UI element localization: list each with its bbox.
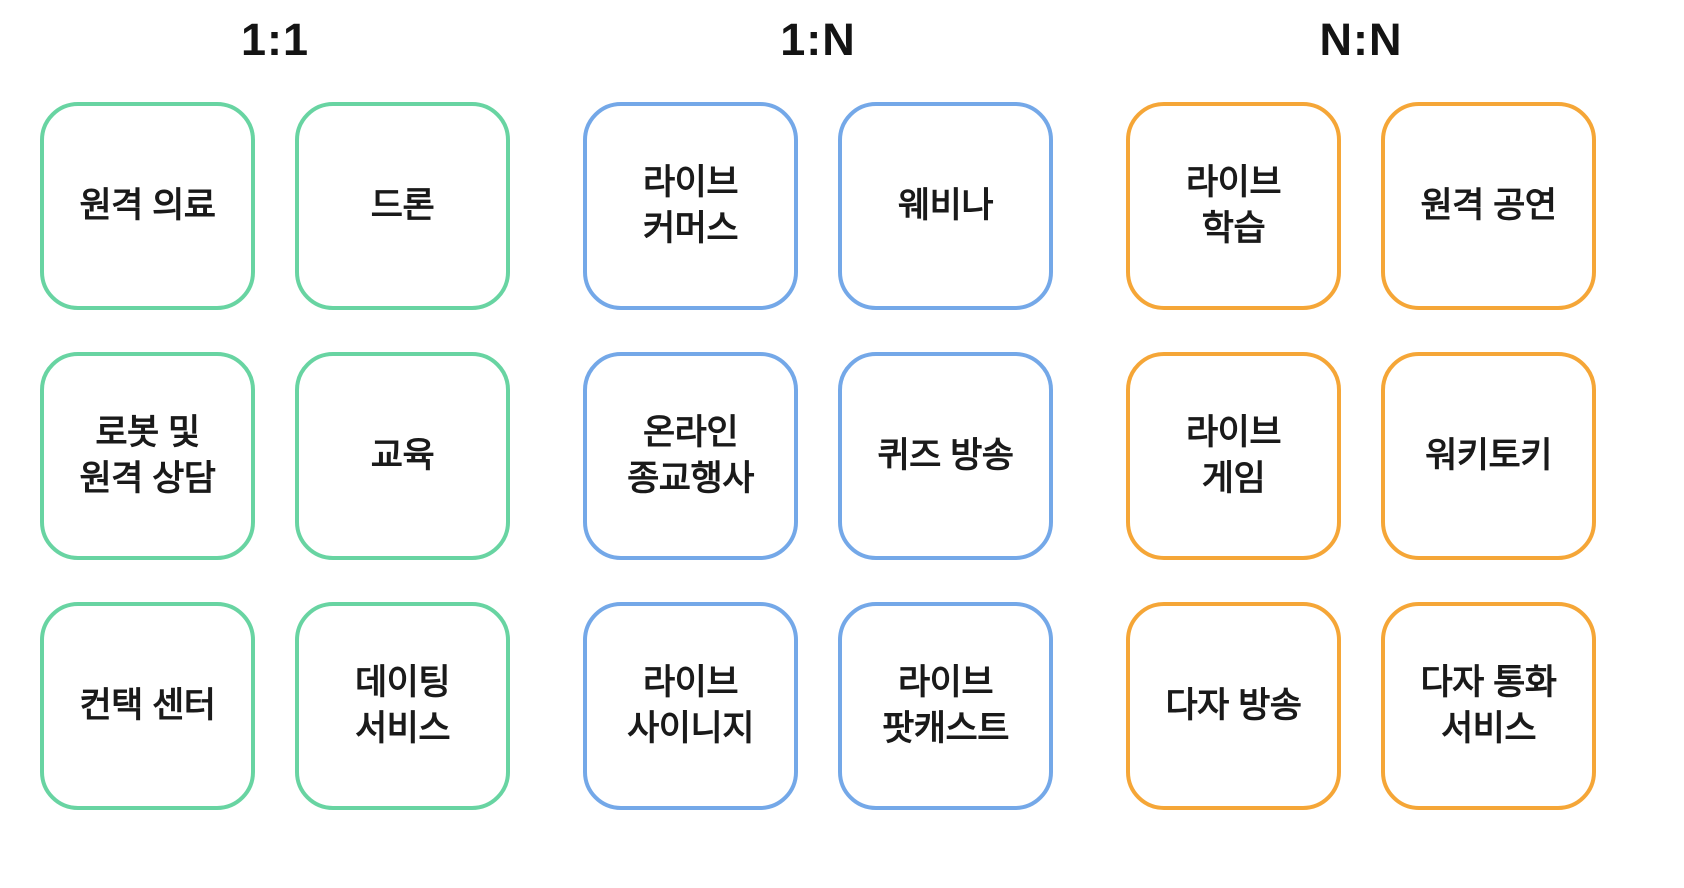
group-1toN: 1:N 라이브 커머스 웨비나 온라인 종교행사 퀴즈 방송 라이브 사이니지 … <box>583 14 1053 888</box>
use-case-card-contact-center: 컨택 센터 <box>40 602 255 810</box>
card-label: 다자 통화 서비스 <box>1420 662 1557 748</box>
use-case-card-quiz-broadcast: 퀴즈 방송 <box>838 352 1053 560</box>
use-case-card-multiparty-call-service: 다자 통화 서비스 <box>1381 602 1596 810</box>
group-NtoN: N:N 라이브 학습 원격 공연 라이브 게임 워키토키 다자 방송 다자 통화… <box>1126 14 1596 888</box>
card-label: 온라인 종교행사 <box>627 412 754 498</box>
card-label: 라이브 게임 <box>1185 412 1282 498</box>
card-label: 원격 의료 <box>79 185 216 225</box>
card-label: 로봇 및 원격 상담 <box>79 412 216 498</box>
card-label: 데이팅 서비스 <box>354 662 451 748</box>
use-case-card-dating-service: 데이팅 서비스 <box>295 602 510 810</box>
card-label: 드론 <box>370 185 435 225</box>
card-label: 라이브 사이니지 <box>627 662 754 748</box>
use-case-card-remote-performance: 원격 공연 <box>1381 102 1596 310</box>
use-case-card-live-signage: 라이브 사이니지 <box>583 602 798 810</box>
card-label: 웨비나 <box>897 185 994 225</box>
card-label: 라이브 학습 <box>1185 162 1282 248</box>
use-case-card-live-game: 라이브 게임 <box>1126 352 1341 560</box>
use-case-card-live-podcast: 라이브 팟캐스트 <box>838 602 1053 810</box>
use-case-card-live-learning: 라이브 학습 <box>1126 102 1341 310</box>
group-title-1toN: 1:N <box>780 14 856 65</box>
use-case-card-education: 교육 <box>295 352 510 560</box>
use-case-card-walkie-talkie: 워키토키 <box>1381 352 1596 560</box>
card-label: 다자 방송 <box>1165 685 1302 725</box>
group-title-1to1: 1:1 <box>240 14 310 65</box>
card-label: 워키토키 <box>1425 435 1552 475</box>
card-label: 컨택 센터 <box>79 685 216 725</box>
use-case-card-remote-medical: 원격 의료 <box>40 102 255 310</box>
use-case-card-live-commerce: 라이브 커머스 <box>583 102 798 310</box>
card-label: 라이브 팟캐스트 <box>882 662 1009 748</box>
group-1to1: 1:1 원격 의료 드론 로봇 및 원격 상담 교육 컨택 센터 데이팅 서비스 <box>40 14 510 888</box>
use-case-card-webinar: 웨비나 <box>838 102 1053 310</box>
use-case-card-drone: 드론 <box>295 102 510 310</box>
card-label: 퀴즈 방송 <box>877 435 1014 475</box>
group-1to1-grid: 원격 의료 드론 로봇 및 원격 상담 교육 컨택 센터 데이팅 서비스 <box>40 102 510 810</box>
card-label: 교육 <box>370 435 435 475</box>
card-label: 라이브 커머스 <box>642 162 739 248</box>
use-case-card-robot-remote-consult: 로봇 및 원격 상담 <box>40 352 255 560</box>
card-label: 원격 공연 <box>1420 185 1557 225</box>
group-1toN-grid: 라이브 커머스 웨비나 온라인 종교행사 퀴즈 방송 라이브 사이니지 라이브 … <box>583 102 1053 810</box>
use-case-card-online-religious-event: 온라인 종교행사 <box>583 352 798 560</box>
group-title-NtoN: N:N <box>1319 14 1403 65</box>
use-case-card-multiparty-broadcast: 다자 방송 <box>1126 602 1341 810</box>
group-NtoN-grid: 라이브 학습 원격 공연 라이브 게임 워키토키 다자 방송 다자 통화 서비스 <box>1126 102 1596 810</box>
